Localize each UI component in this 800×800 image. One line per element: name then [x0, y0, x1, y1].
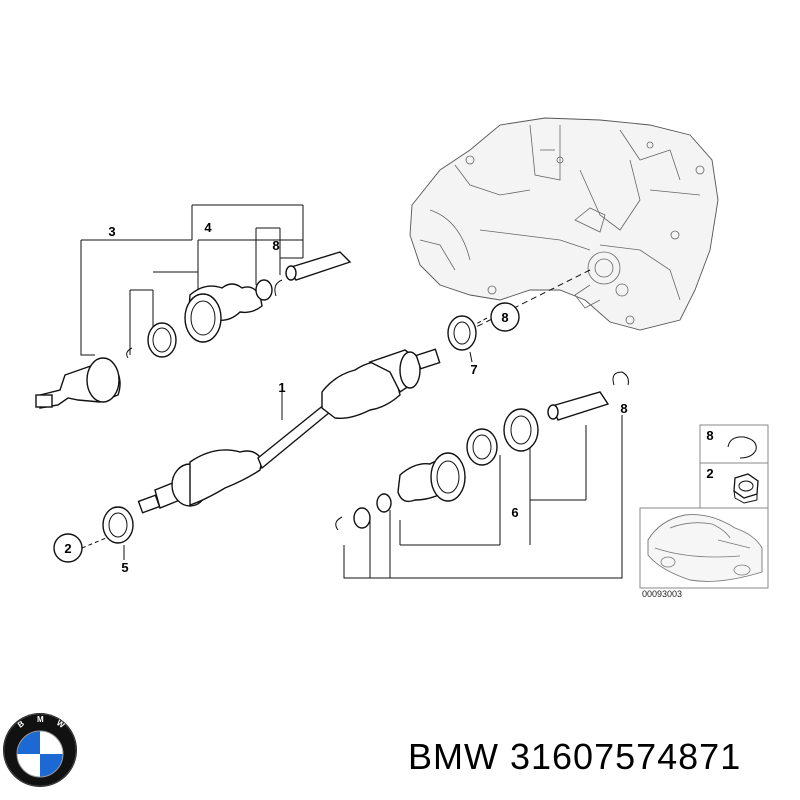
bracket-group-bottom: [343, 415, 623, 579]
clamp-ring-small-top: [255, 279, 273, 301]
inset-legend: 8 2 00093003: [639, 424, 769, 599]
callout-5: 5: [121, 560, 128, 575]
svg-text:2: 2: [64, 541, 71, 556]
svg-text:W: W: [55, 718, 67, 730]
inner-cv-joint-top: [35, 357, 121, 409]
gearbox-housing: [409, 117, 719, 331]
clamp-ring-large-bottom: [466, 428, 498, 466]
svg-text:B: B: [16, 719, 26, 730]
bmw-roundel-icon: B M W: [3, 713, 77, 787]
callout-2-circled: 2: [53, 533, 83, 563]
inset-label-8: 8: [706, 428, 713, 443]
clamp-ring-small-bottom: [353, 507, 371, 529]
callout-6: 6: [511, 505, 518, 520]
circlip-8-top: [274, 279, 283, 297]
callout-1: 1: [278, 380, 285, 395]
grease-tube-top: [285, 251, 352, 281]
bracket-group-top: [80, 204, 304, 356]
car-silhouette-icon: [647, 514, 763, 582]
callout-8-top: 8: [272, 238, 279, 253]
hex-nut-icon: [733, 473, 759, 504]
boot-top: [184, 283, 263, 343]
part-number-caption: BMW 31607574871: [408, 736, 742, 777]
svg-text:M: M: [37, 715, 44, 724]
leader-7: [469, 351, 473, 363]
leader-2: [81, 537, 107, 549]
clamp-ring-tiny-bottom: [376, 493, 392, 513]
callout-7: 7: [470, 362, 477, 377]
clamp-ring-large-top: [147, 322, 177, 358]
callout-8-circled: 8: [490, 302, 520, 332]
seal-ring-7: [447, 315, 477, 351]
inset-label-2: 2: [706, 466, 713, 481]
clamp-ring-xl-bottom: [503, 408, 539, 452]
callout-8-bottom: 8: [620, 401, 627, 416]
circlip-top: [126, 347, 133, 359]
callout-3: 3: [108, 224, 115, 239]
callout-4: 4: [204, 220, 212, 235]
inset-item-8-box: [699, 424, 769, 464]
circlip-icon: [727, 436, 757, 459]
svg-text:8: 8: [501, 310, 508, 325]
boot-bottom: [397, 452, 466, 503]
seal-ring-5: [102, 506, 134, 544]
drive-shaft: [137, 348, 441, 514]
grease-tube-bottom: [547, 391, 610, 421]
circlip-bottom: [335, 516, 343, 531]
circlip-8-bottom: [612, 371, 629, 386]
leader-8-mid: [475, 317, 488, 325]
figure-number: 00093003: [642, 589, 682, 599]
axis-line: [469, 269, 591, 331]
